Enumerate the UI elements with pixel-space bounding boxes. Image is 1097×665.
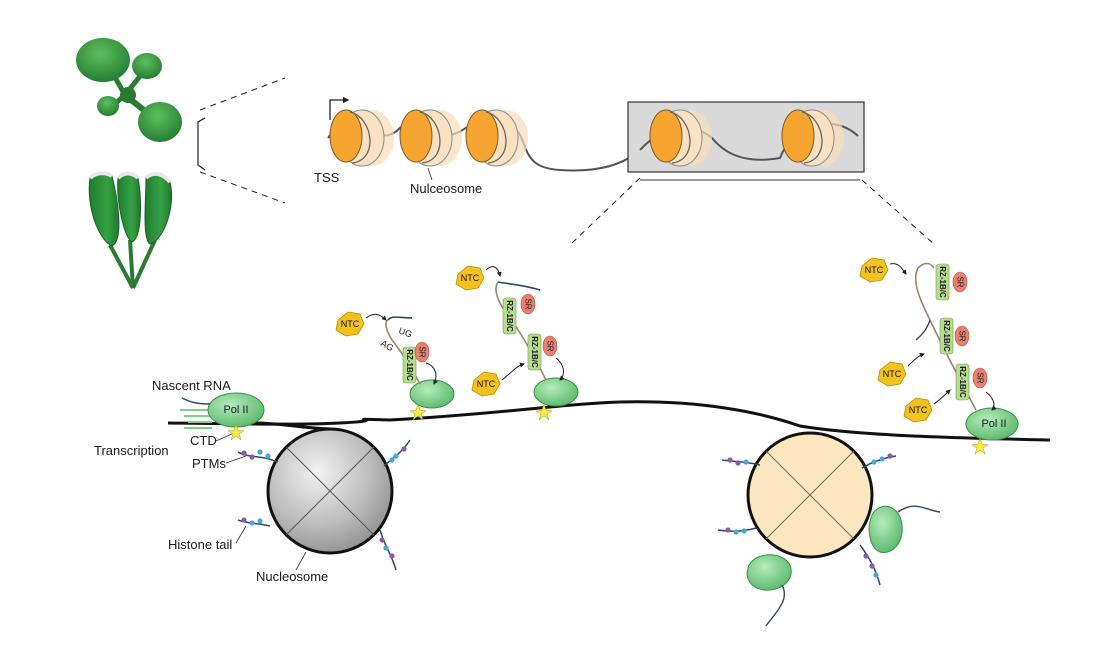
ntc-label-5: NTC [883,369,902,379]
chromatin-fiber-top: TSS Nulceosome [314,96,865,196]
pol2-left-label: Pol II [223,404,248,416]
chromatin-readers [746,505,941,627]
histone-tail-label: Histone tail [168,537,232,552]
sr-label-6: SR [976,372,985,383]
ptms-label: PTMs [192,456,226,471]
nucleosome-3 [465,109,528,167]
sr-label-1: SR [418,346,427,357]
sr-label-5: SR [958,330,967,341]
nucleosome-gray [254,421,394,555]
lower-zoom-lines [569,177,936,246]
nucleosome-top-label: Nulceosome [410,181,482,196]
plant-zoom-lines [197,77,286,204]
sr-label-3: SR [546,340,555,351]
ug-label: UG [397,325,413,339]
nucleosome-4 [649,109,712,167]
pol2-left: Pol II [180,392,265,441]
histone-tails-gray [237,439,411,571]
ntc-label-1: NTC [341,319,360,329]
sr-label-4: SR [956,276,965,287]
histone-tails-beige [717,453,897,586]
rosette-plant-icon [76,38,182,142]
ctd-label: CTD [190,433,217,448]
ntc-label-3: NTC [477,379,496,389]
pol2-complex-1: RZ-1B/C SR NTC UG AG [335,311,455,421]
rz-label-6: RZ-1B/C [958,366,967,398]
pol2-complex-3: Pol II RZ-1B/C RZ-1B/C RZ-1B/C SR SR SR … [859,257,1019,455]
transcription-label: Transcription [94,443,169,458]
bolting-plant-icon [88,171,173,289]
nucleosome-bottom-label: Nucleosome [256,569,328,584]
dna-strand [167,400,1051,442]
rz-label-3: RZ-1B/C [530,336,539,368]
rz-label-2: RZ-1B/C [505,300,514,332]
nucleosome-2 [399,109,462,167]
nucleosome-5 [781,109,844,167]
pol2-complex-2: RZ-1B/C RZ-1B/C SR SR NTC NTC [455,265,579,421]
tss-arrow-icon [329,96,350,120]
pol2-right-label: Pol II [981,418,1006,430]
left-labels: Nascent RNA Transcription CTD PTMs Histo… [94,378,328,584]
nucleosome-1 [329,109,394,167]
ntc-label-2: NTC [461,273,480,283]
ntc-label-6: NTC [909,405,928,415]
ntc-label-4: NTC [865,265,884,275]
sr-label-2: SR [524,298,533,309]
rz-label-1: RZ-1B/C [405,349,414,381]
tss-label: TSS [314,170,340,185]
nucleosome-beige [746,431,874,559]
rz-label-5: RZ-1B/C [942,320,951,352]
nascent-rna-label: Nascent RNA [152,378,231,393]
rz-label-4: RZ-1B/C [938,266,947,298]
